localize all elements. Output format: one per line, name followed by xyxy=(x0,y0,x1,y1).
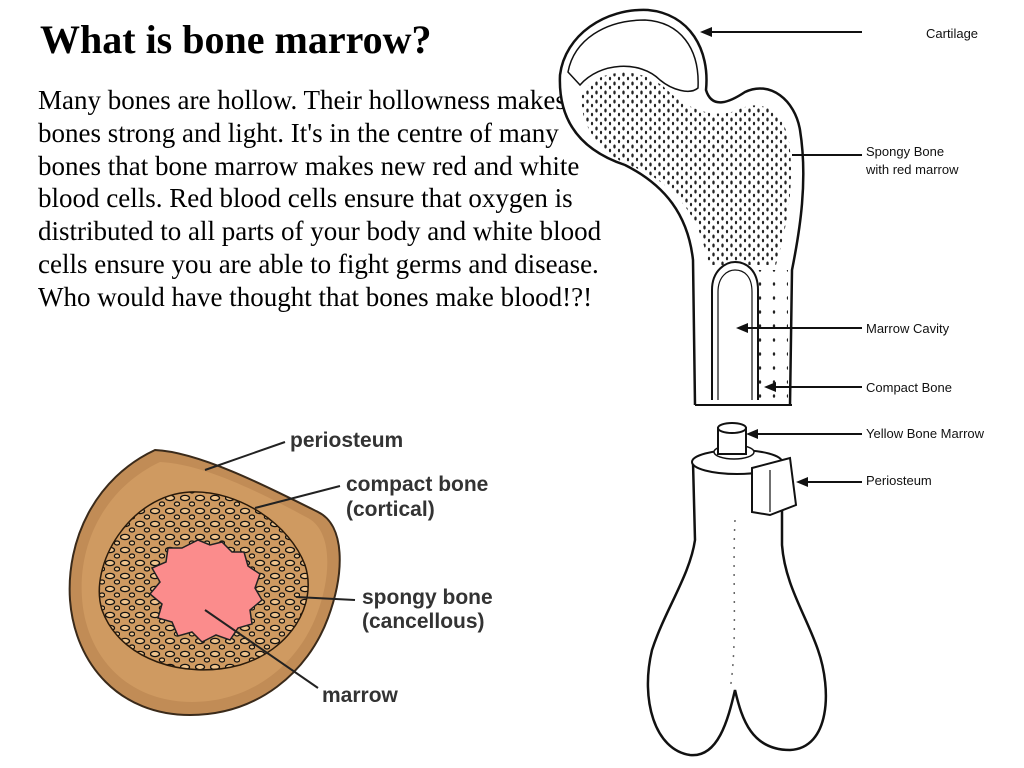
marrow-cavity-inner xyxy=(717,269,753,400)
label-compact-bone-femur: Compact Bone xyxy=(866,380,952,395)
compact-bone-wall xyxy=(758,270,788,405)
label-compact-bone-sub: (cortical) xyxy=(346,498,435,521)
marrow-region xyxy=(148,539,263,643)
label-marrow: marrow xyxy=(322,684,399,707)
marrow-cavity xyxy=(711,260,759,400)
label-marrow-cavity: Marrow Cavity xyxy=(866,321,950,336)
label-cartilage: Cartilage xyxy=(926,26,978,41)
label-spongy-bone-femur: Spongy Bone xyxy=(866,144,944,159)
label-yellow-bone-marrow: Yellow Bone Marrow xyxy=(866,426,985,441)
label-spongy-bone: spongy bone xyxy=(362,586,493,609)
femur-head-section: Cartilage Spongy Bone with red marrow Ma… xyxy=(558,8,978,406)
slide-body-text: Many bones are hollow. Their hollowness … xyxy=(38,85,602,312)
femur-knee-section: Yellow Bone Marrow Periosteum xyxy=(646,422,985,757)
slide-title: What is bone marrow? xyxy=(40,17,432,62)
femur-lower-outline xyxy=(646,461,828,757)
bone-cross-section: periosteum compact bone (cortical) spong… xyxy=(68,429,493,717)
label-spongy-bone-sub: (cancellous) xyxy=(362,610,485,633)
label-spongy-bone-femur-sub: with red marrow xyxy=(865,162,959,177)
label-periosteum-femur: Periosteum xyxy=(866,473,932,488)
cartilage-cap xyxy=(567,19,699,92)
spongy-bone-fill xyxy=(581,72,792,265)
periosteum-flap xyxy=(751,456,798,517)
label-periosteum: periosteum xyxy=(290,429,403,452)
label-compact-bone: compact bone xyxy=(346,473,488,496)
